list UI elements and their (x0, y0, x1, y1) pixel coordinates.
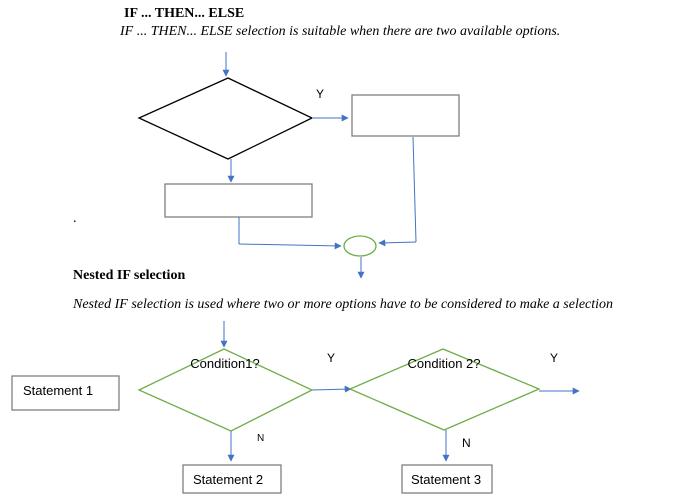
nested-if-description: Nested IF selection is used where two or… (72, 297, 613, 312)
if-then-else-description: IF ... THEN... ELSE selection is suitabl… (119, 24, 560, 39)
stray-dot: . (73, 211, 77, 226)
statement1-label: Statement 1 (23, 383, 93, 398)
statement2-label: Statement 2 (193, 472, 263, 487)
statement3-label: Statement 3 (411, 472, 481, 487)
condition1-yes-label: Y (327, 351, 335, 365)
statement3-box (401, 464, 493, 494)
condition2-diamond (348, 348, 541, 431)
else-connector-join (238, 242, 342, 250)
then-connector-down (412, 136, 417, 243)
else-box (164, 183, 313, 218)
condition1-label: Condition1? (190, 356, 259, 371)
statement2-box (182, 464, 282, 494)
statement1-box (11, 375, 120, 411)
then-box (351, 94, 460, 137)
condition1-yes-arrow (311, 385, 352, 393)
decision-diamond (137, 77, 314, 160)
yes-label: Y (316, 87, 324, 101)
condition2-no-label: N (462, 436, 471, 450)
join-connector (343, 235, 377, 257)
then-connector-join (378, 239, 417, 247)
condition1-no-label: N (257, 433, 264, 444)
nested-if-heading: Nested IF selection (73, 268, 185, 283)
if-then-else-heading: IF ... THEN... ELSE (124, 6, 244, 21)
condition2-yes-label: Y (550, 351, 558, 365)
condition2-label: Condition 2? (408, 356, 481, 371)
